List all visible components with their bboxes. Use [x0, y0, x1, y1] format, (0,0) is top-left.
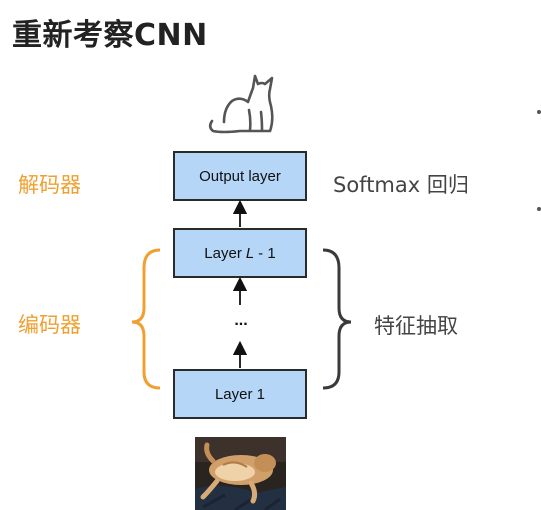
- feature-right-brace: [322, 248, 352, 390]
- output-layer-box: Output layer: [173, 151, 307, 201]
- layer-l-suffix: - 1: [258, 244, 276, 262]
- layer-l-prefix: Layer: [204, 244, 242, 262]
- cat-photo: [195, 437, 286, 510]
- ellipsis: ...: [234, 312, 248, 329]
- softmax-label: Softmax 回归: [333, 173, 469, 197]
- feature-extraction-label: 特征抽取: [374, 314, 458, 338]
- decoder-label: 解码器: [18, 173, 81, 197]
- encoder-left-brace: [131, 248, 161, 390]
- encoder-label: 编码器: [18, 313, 81, 337]
- layer-l-variable: L: [245, 244, 255, 262]
- bullet-marker: [537, 207, 541, 211]
- layer-1-label: Layer 1: [214, 385, 266, 403]
- cat-icon: [208, 74, 274, 134]
- layer-1-box: Layer 1: [173, 369, 307, 419]
- bullet-marker: [537, 110, 541, 114]
- page-title: 重新考察CNN: [12, 18, 208, 53]
- output-layer-label: Output layer: [199, 167, 281, 185]
- layer-l-minus-1-box: Layer L - 1: [173, 228, 307, 278]
